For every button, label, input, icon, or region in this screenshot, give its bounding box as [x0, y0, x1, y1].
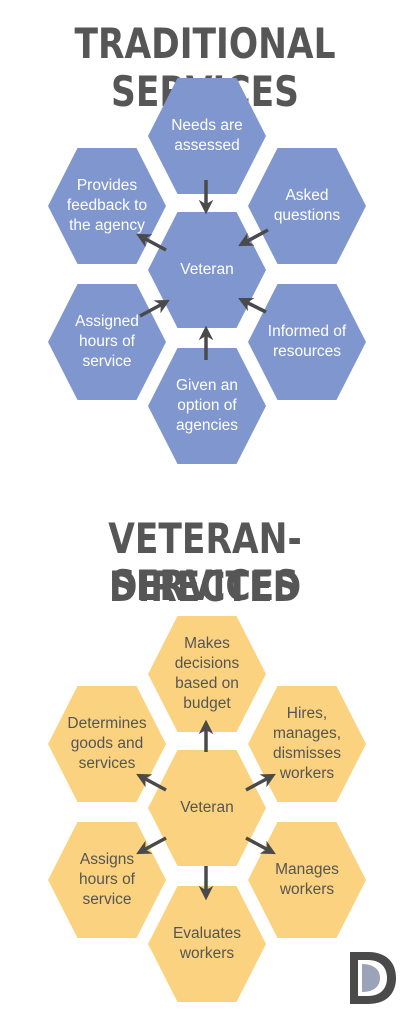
hex-assigns-hours: Assigns hours of service	[48, 822, 166, 938]
hex-veteran-center-directed: Veteran	[148, 750, 266, 866]
veteran-directed-title-line2: SERVICES	[111, 561, 299, 610]
hex-determines-goods: Determines goods and services	[48, 686, 166, 802]
hex-manages-workers: Manages workers	[248, 822, 366, 938]
hex-makes-decisions: Makes decisions based on budget	[148, 616, 266, 732]
veteran-directed-title-line1: VETERAN-DIRECTED	[108, 514, 302, 611]
hex-asked-questions: Asked questions	[248, 148, 366, 264]
hex-veteran-center-traditional: Veteran	[148, 212, 266, 328]
hex-given-option-agencies: Given an option of agencies	[148, 348, 266, 464]
hex-provides-feedback: Provides feedback to the agency	[48, 148, 166, 264]
hex-informed-of-resources: Informed of resources	[248, 284, 366, 400]
hex-hires-manages-dismisses: Hires, manages, dismisses workers	[248, 686, 366, 802]
hex-assigned-hours: Assigned hours of service	[48, 284, 166, 400]
hex-needs-assessed: Needs are assessed	[148, 78, 266, 194]
hex-evaluates-workers: Evaluates workers	[148, 886, 266, 1002]
d-logo-icon	[350, 952, 396, 1004]
